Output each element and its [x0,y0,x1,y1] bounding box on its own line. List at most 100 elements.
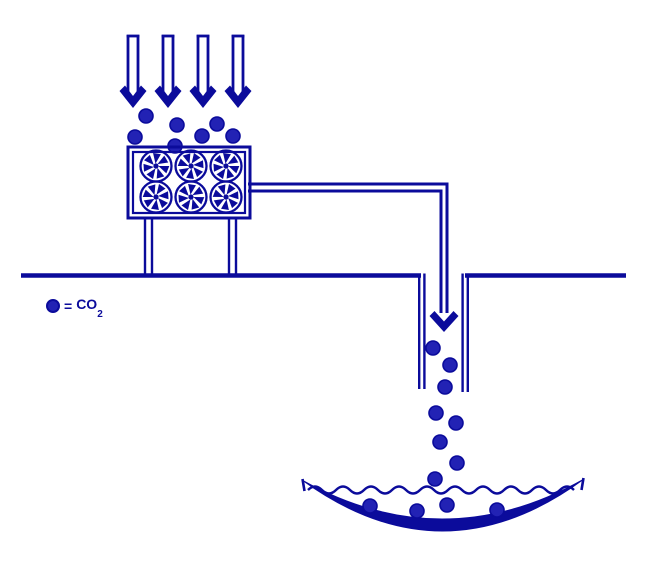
co2-dot [449,455,465,471]
co2-dot [427,471,443,487]
arrow-head [189,85,217,108]
arrow-head [224,85,252,108]
fan-blade [214,154,224,165]
fan-blade [221,199,229,210]
fan-blade [193,167,203,178]
fan-hub [153,194,159,200]
fan-hub [188,163,194,169]
legend-subscript: 2 [97,308,103,320]
support-leg [227,217,238,275]
fan-blade [158,198,168,209]
arrow-head [119,85,147,108]
fan-blade [147,184,156,196]
fan-blade [223,153,231,164]
co2-dot [432,434,448,450]
water-surface-wave [307,485,575,495]
fan-icon [139,180,173,214]
fan-rim [209,180,243,214]
fan-blade [212,189,224,197]
fan-rim [174,180,208,214]
fan-blade [142,189,154,197]
fan-icon [209,149,243,183]
transport-pipe [248,182,459,332]
fan-blade [158,191,169,200]
air-flow-arrow [189,34,217,108]
fan-blade [226,167,235,179]
fan-blade [181,199,191,210]
co2-dot [225,128,241,144]
fan-blade [178,167,190,177]
co2-dot [442,357,458,373]
fan-blade [143,163,154,172]
arrow-head [154,85,182,108]
fan-blade [188,184,196,195]
co2-dot [209,116,225,132]
co2-dot [409,503,425,519]
air-flow-arrow [119,34,147,108]
stored-co2-dots [362,497,505,519]
co2-dot [437,379,453,395]
fan-icon [174,180,208,214]
fan-blade [228,166,240,174]
fan-blade [227,155,239,165]
co2-dot [169,117,185,133]
fan-blade [228,198,238,209]
co2-dot [489,502,505,518]
air-flow-arrow [154,34,182,108]
fan-blade [193,160,204,169]
fan-icon [174,149,208,183]
fan-blade [213,198,225,208]
fan-blade [193,197,205,205]
fan-blade [144,154,154,165]
injection-well [418,273,469,392]
fan-icon [209,180,243,214]
fan-hub [188,194,194,200]
capture-unit-box [126,145,252,220]
fan-blade [156,184,166,195]
legend-co2-dot-icon [46,299,60,314]
pipe-inner-wall [248,189,443,313]
fan-blade [146,168,156,179]
co2-dot [138,108,154,124]
fan-blade [156,167,165,179]
fan-blade [182,153,191,165]
fan-blade [213,163,224,172]
fan-hub [223,163,229,169]
fan-rim [139,180,173,214]
fan-blade [186,168,194,179]
fan-blade [216,168,226,179]
fan-blade [158,166,170,174]
basin-tip-stub [301,478,306,492]
fan-blade [179,185,189,196]
co2-dot [425,340,441,356]
fan-blade [228,191,239,200]
reservoir-basin [301,477,585,532]
fan-blade [191,198,200,210]
fan-blade [153,153,161,164]
basin-tip-stub [580,477,585,491]
co2-dot [127,129,143,145]
co2-dot [194,128,210,144]
legend-formula: CO2 [76,296,103,320]
fan-hub [153,163,159,169]
fan-blade [143,198,155,208]
fan-icon [139,149,173,183]
legend-equals: = [64,298,73,315]
fan-blade [226,184,236,195]
falling-co2-dots [425,340,465,487]
fan-blade [177,158,189,166]
fan-hub [223,194,229,200]
legend: = CO2 [46,296,103,320]
co2-dot [362,498,378,514]
fan-blade [191,153,201,164]
co2-dot [439,497,455,513]
fan-blade [151,199,159,210]
fan-blade [217,184,226,196]
pipe-outer-wall [248,182,449,313]
support-leg [143,217,154,275]
injection-well-wall [418,273,426,389]
fan-blade [157,155,169,165]
co2-dot [448,415,464,431]
